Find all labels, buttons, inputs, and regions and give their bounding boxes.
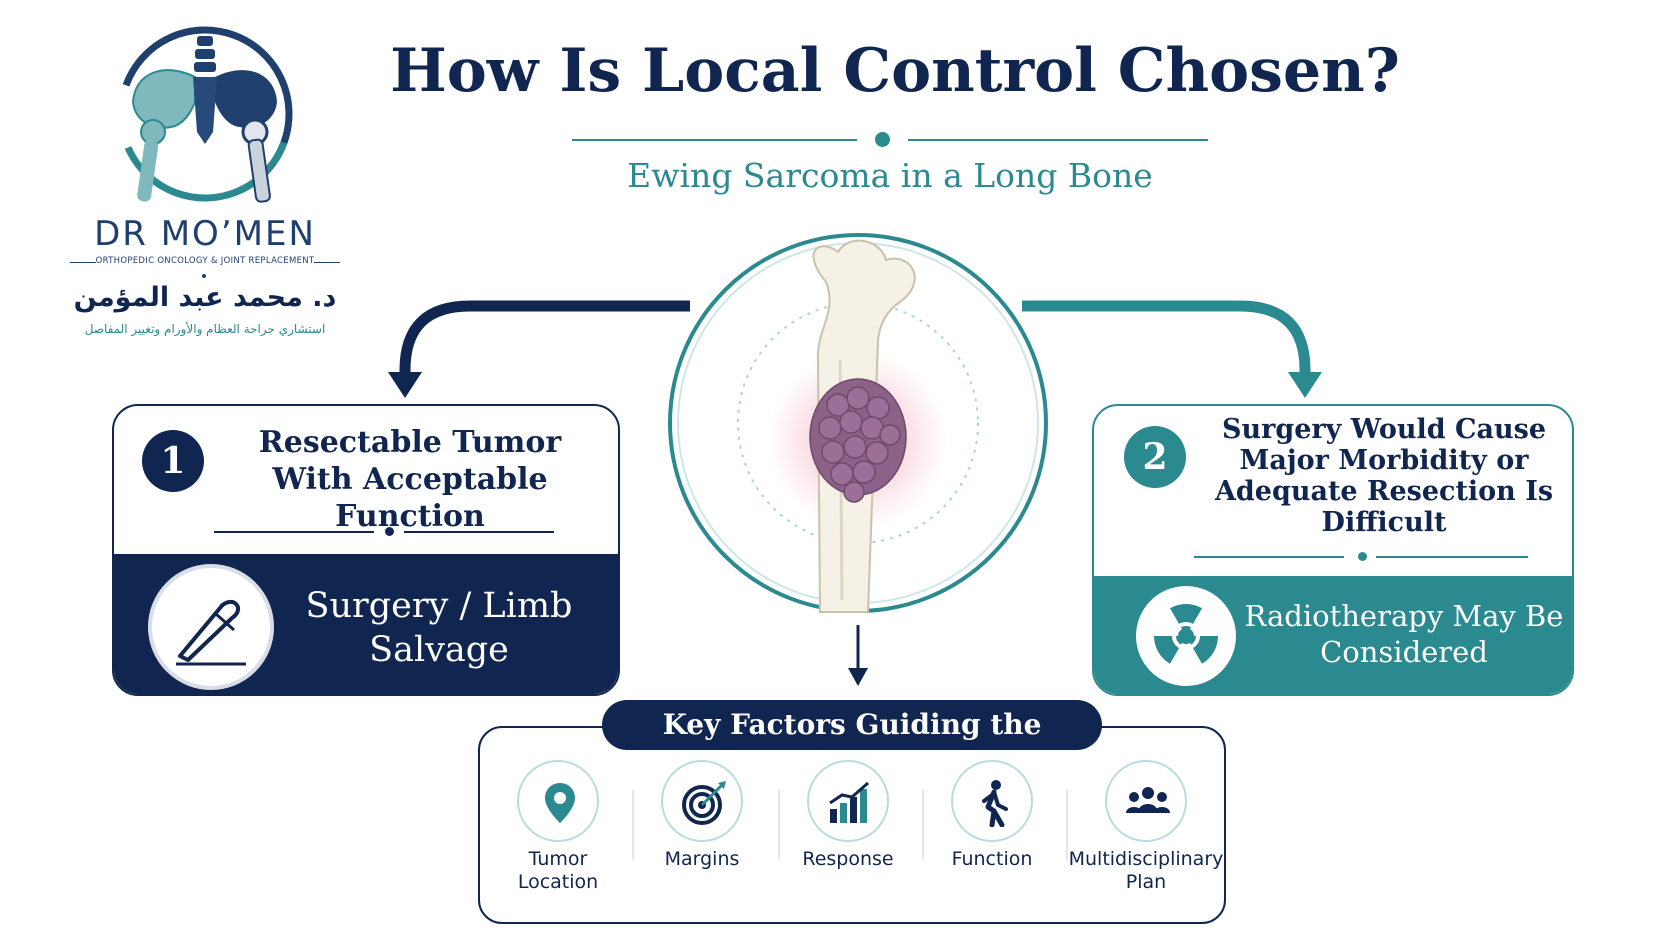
option-condition-panel: 2 Surgery Would Cause Major Morbidity or… xyxy=(1094,406,1572,576)
target-icon xyxy=(682,781,726,825)
option-divider-dot xyxy=(385,527,394,536)
logo-name: DR MO’MEN xyxy=(94,214,316,254)
radiation-icon xyxy=(1154,604,1218,664)
factor-separator xyxy=(1066,790,1068,860)
option-result-panel: Radiotherapy May Be Considered xyxy=(1094,576,1572,694)
factor-separator xyxy=(778,790,780,860)
factor-function: Function xyxy=(922,760,1062,871)
scalpel-icon-circle xyxy=(148,564,274,690)
factor-separator xyxy=(632,790,634,860)
factor-response: Response xyxy=(778,760,918,871)
option-result-panel: Surgery / Limb Salvage xyxy=(114,554,618,694)
title-divider-dot xyxy=(875,132,890,147)
logo-arabic-title: استشاري جراحة العظام والأورام وتغيير الم… xyxy=(84,322,326,336)
team-icon xyxy=(1126,787,1170,813)
arrow-left-connector xyxy=(399,300,690,378)
logo-dot xyxy=(202,274,206,278)
bar-chart-icon xyxy=(829,781,869,823)
option-result-text: Radiotherapy May Be Considered xyxy=(1244,599,1564,669)
factor-label: Function xyxy=(951,848,1033,870)
option-condition-text: Resectable Tumor With Acceptable Functio… xyxy=(258,425,562,534)
title-divider-left xyxy=(572,139,857,141)
arrow-right-head xyxy=(1288,372,1322,398)
radiation-icon-circle xyxy=(1136,586,1236,686)
logo-divider-right xyxy=(314,262,340,263)
factor-label: Margins xyxy=(664,848,740,870)
logo-arabic-name: د. محمد عبد المؤمن xyxy=(73,282,337,313)
option-divider-dot xyxy=(1358,552,1367,561)
option-condition-panel: 1 Resectable Tumor With Acceptable Funct… xyxy=(114,406,618,554)
option-card-surgery: 1 Resectable Tumor With Acceptable Funct… xyxy=(112,404,620,696)
option-result-text: Surgery / Limb Salvage xyxy=(305,586,573,670)
option-divider-left xyxy=(214,531,374,533)
factor-multidisciplinary-plan: Multidisciplinary Plan xyxy=(1066,760,1226,894)
option-number-badge: 2 xyxy=(1124,426,1186,488)
tumor-mass-icon xyxy=(809,378,907,503)
brand-logo: DR MO’MEN ORTHOPEDIC ONCOLOGY & JOINT RE… xyxy=(60,22,350,352)
factor-separator xyxy=(922,790,924,860)
logo-divider-left xyxy=(70,262,96,263)
arrow-down-head xyxy=(848,668,868,686)
option-divider-right xyxy=(1376,556,1528,558)
scalpel-icon xyxy=(176,599,246,666)
arrow-right-connector xyxy=(1022,300,1311,378)
factor-label: Multidisciplinary Plan xyxy=(1068,848,1224,893)
pelvis-joint-logo-icon xyxy=(117,26,293,203)
option-number-badge: 1 xyxy=(142,430,204,492)
factor-label: Tumor Location xyxy=(517,848,599,893)
arrow-left-head xyxy=(388,372,422,398)
option-divider-right xyxy=(404,531,554,533)
factor-tumor-location: Tumor Location xyxy=(488,760,628,894)
factor-label: Response xyxy=(802,848,894,870)
page-title: How Is Local Control Chosen? xyxy=(390,36,1400,106)
title-divider-right xyxy=(908,139,1208,141)
center-dotted-ring xyxy=(737,302,979,544)
option-card-radiotherapy: 2 Surgery Would Cause Major Morbidity or… xyxy=(1092,404,1574,696)
key-factors-heading: Key Factors Guiding the Decision xyxy=(602,700,1102,791)
option-divider-left xyxy=(1194,556,1344,558)
page-subtitle: Ewing Sarcoma in a Long Bone xyxy=(627,156,1153,195)
option-condition-text: Surgery Would Cause Major Morbidity or A… xyxy=(1214,414,1554,538)
location-pin-icon xyxy=(545,783,575,823)
factor-margins: Margins xyxy=(632,760,772,871)
walking-person-icon xyxy=(982,780,1008,827)
logo-tagline: ORTHOPEDIC ONCOLOGY & JOINT REPLACEMENT xyxy=(95,256,315,266)
